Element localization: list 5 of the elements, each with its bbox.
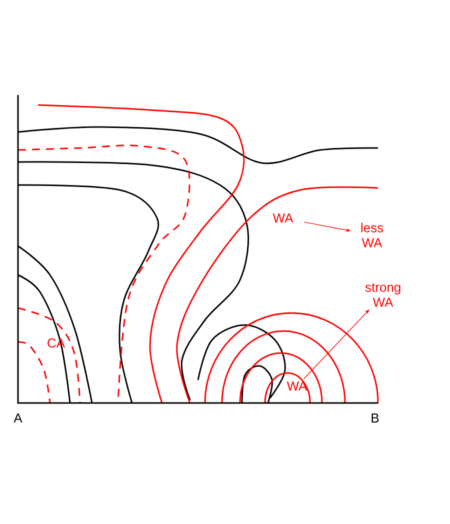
- text-label: strong WA: [365, 283, 400, 307]
- text-label: less WA: [361, 222, 384, 248]
- text-label: WA: [272, 214, 294, 222]
- axis-label: A: [14, 414, 22, 422]
- axis-label: B: [372, 414, 379, 422]
